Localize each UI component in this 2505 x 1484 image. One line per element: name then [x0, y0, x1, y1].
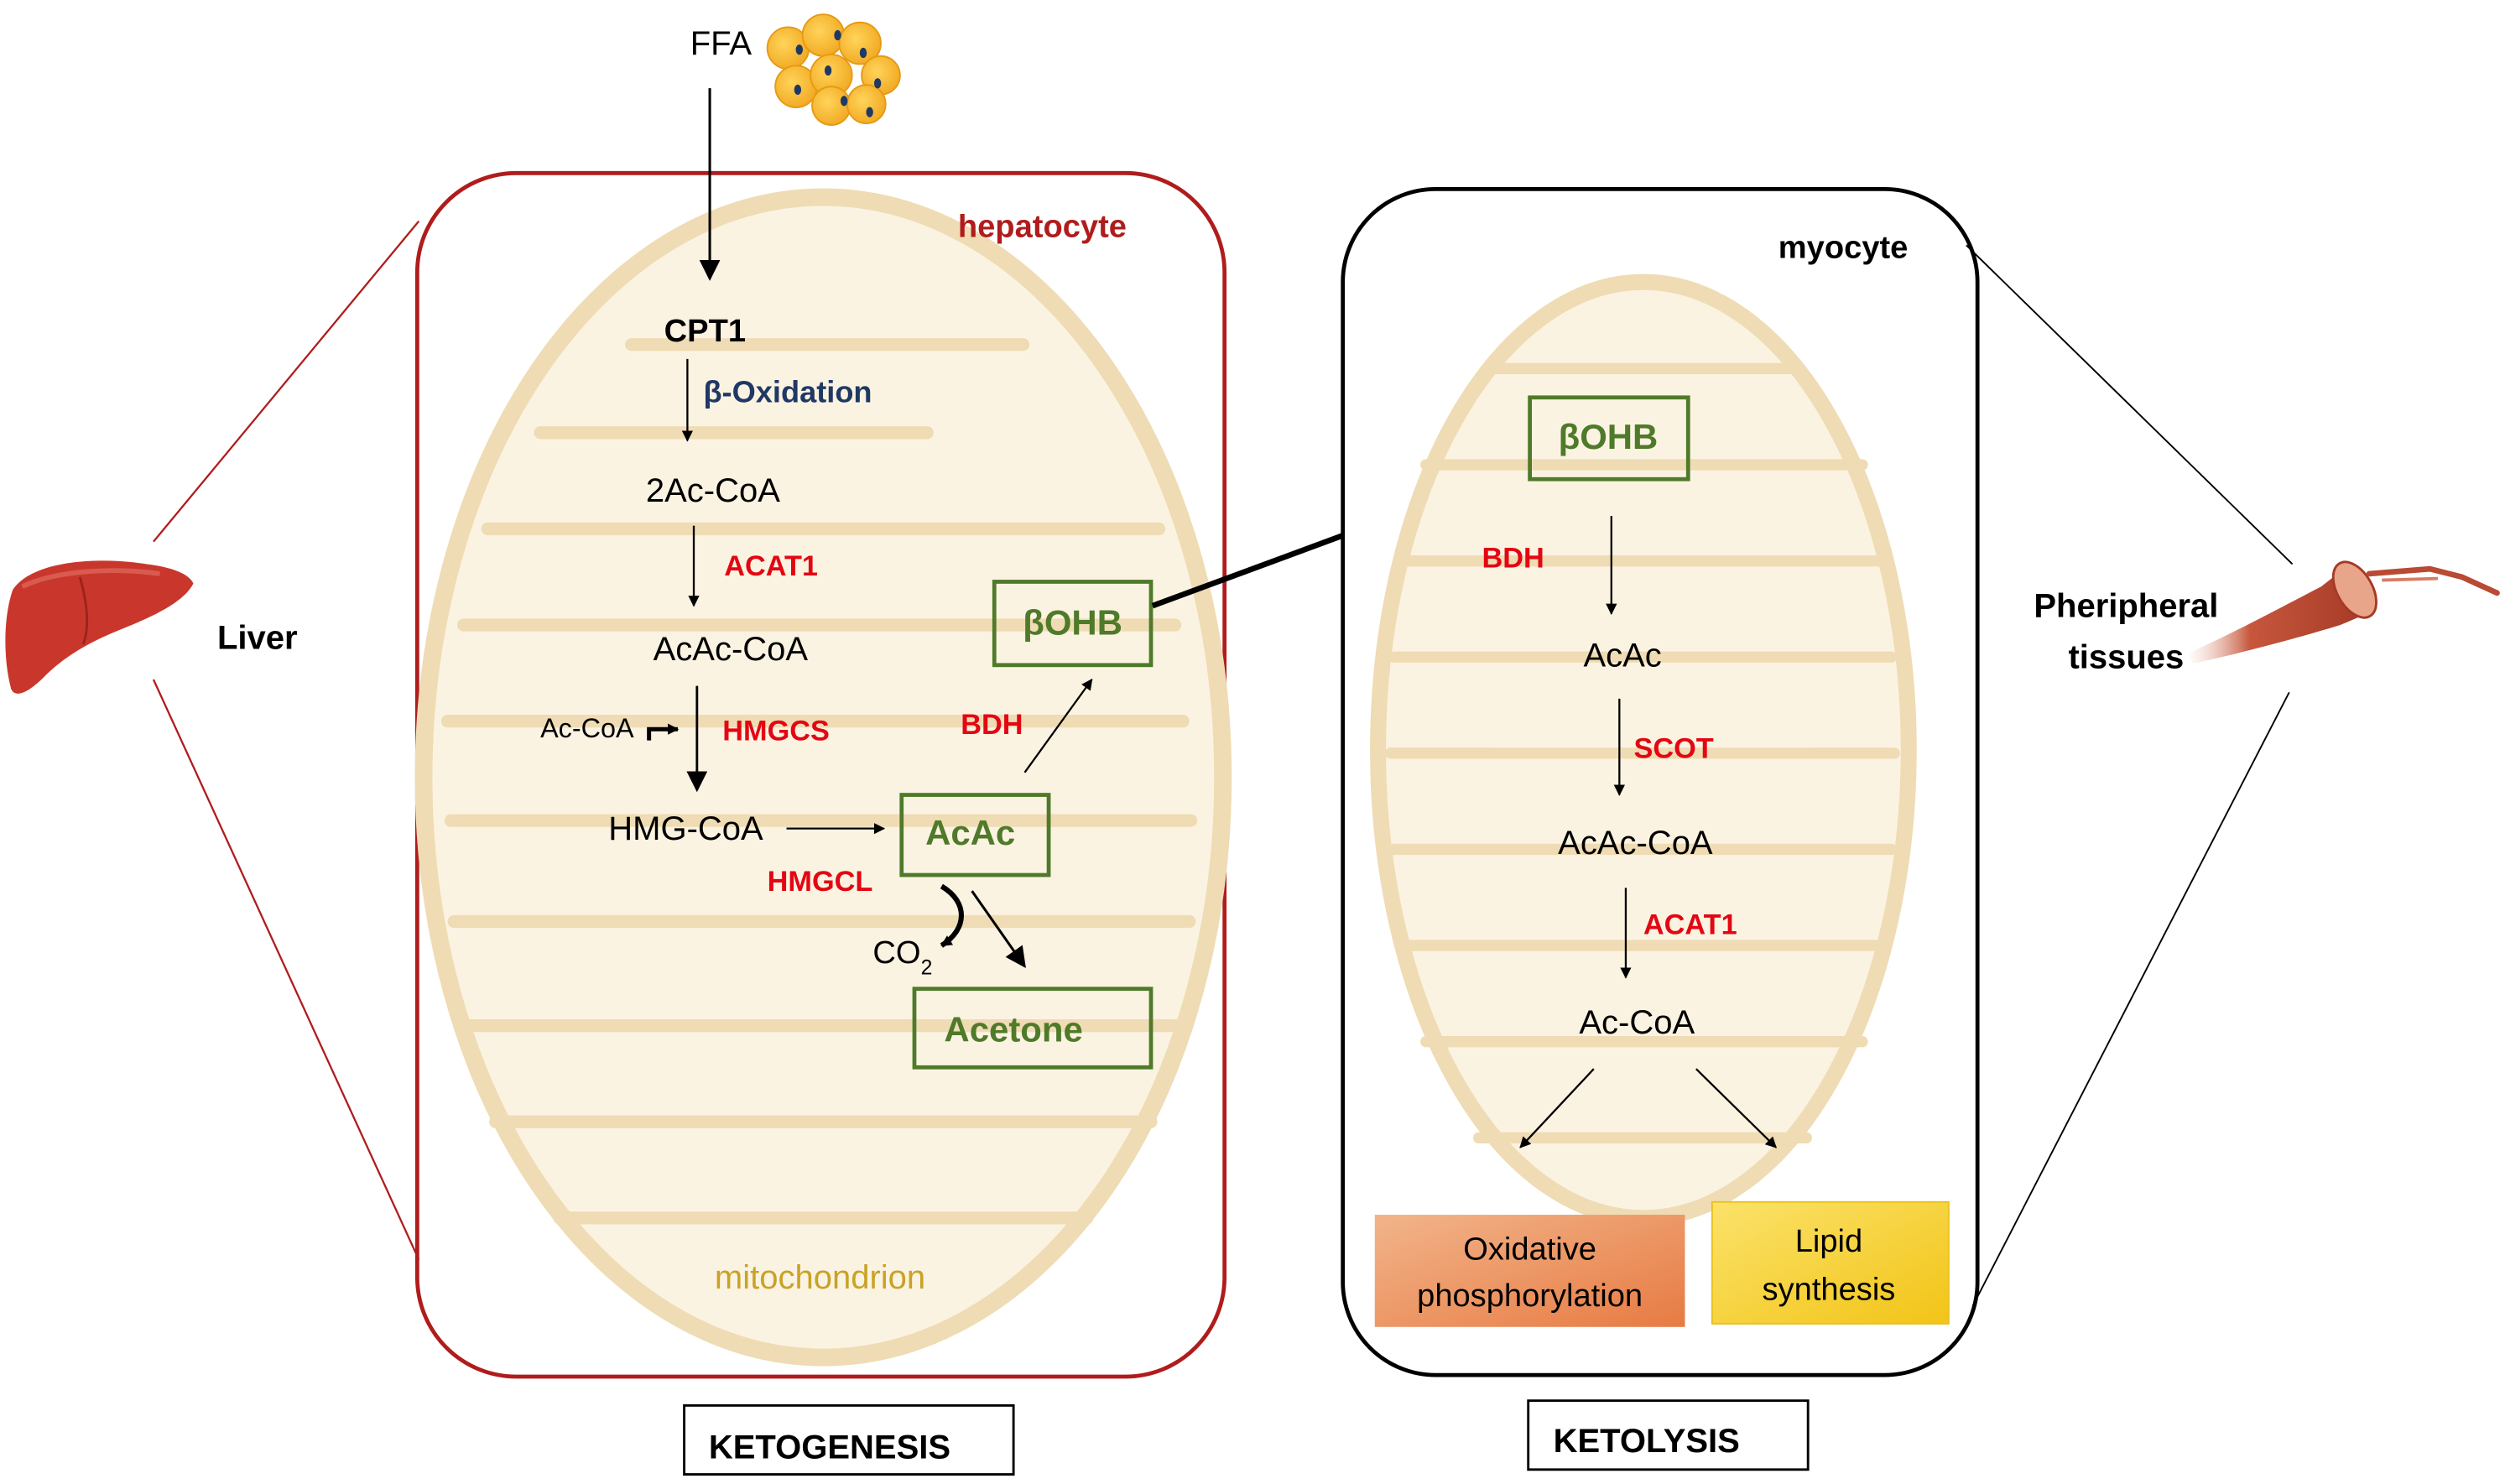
- myocyte-bohb-label: βOHB: [1559, 417, 1659, 456]
- acat1-enzyme: ACAT1: [724, 550, 818, 582]
- ketogenesis-label: KETOGENESIS: [709, 1429, 950, 1466]
- peripheral-label-line2: tissues: [2068, 639, 2184, 676]
- acac-to-acetone-arrow: [971, 890, 1026, 968]
- liver-zoom-line-top: [153, 220, 420, 543]
- ketogenesis-pathway: FFA CPT1 β-Oxidation 2Ac-CoA ACAT1 AcAc-…: [540, 25, 1154, 1070]
- beta-oxidation-label: β-Oxidation: [703, 374, 872, 409]
- hepatocyte-mitochondrion: [414, 188, 1232, 1367]
- myocyte-label: myocyte: [1778, 230, 1909, 266]
- acaccoa-label: AcAc-CoA: [654, 631, 809, 668]
- myocyte-mitochondrion: [1370, 273, 1917, 1226]
- myocyte-accoa-label: Ac-CoA: [1579, 1004, 1695, 1041]
- hmgcoa-label: HMG-CoA: [608, 810, 763, 847]
- acetone-label: Acetone: [944, 1010, 1082, 1049]
- liver-organ: Liver: [5, 220, 420, 1261]
- liver-label: Liver: [217, 620, 298, 657]
- myocyte-cell: myocyte: [1341, 187, 1980, 1377]
- oxphos-label-line1: Oxidative: [1463, 1231, 1596, 1268]
- hepatocyte-cell: hepatocyte mitochondrion: [414, 170, 1232, 1379]
- peripheral-tissue-organ: Pheripheral tissues: [1966, 244, 2500, 1307]
- muscle-icon: [2186, 560, 2500, 664]
- acac-box: [899, 793, 1051, 877]
- lipid-label-line1: Lipid: [1795, 1223, 1862, 1259]
- accoa-to-oxphos-arrow: [1519, 1068, 1595, 1148]
- hmgcs-enzyme: HMGCS: [722, 716, 830, 747]
- oxphos-box: [1374, 1215, 1685, 1327]
- muscle-zoom-line-top: [1966, 244, 2294, 565]
- acac-to-bohb-arrow: [1023, 678, 1093, 773]
- ketolysis-pathway: βOHB BDH AcAc SCOT AcAc-CoA ACAT1 Ac-CoA…: [1374, 395, 1950, 1327]
- ketogenesis-box: [683, 1403, 1015, 1476]
- ffa-label: FFA: [690, 25, 753, 62]
- co2-label: CO2: [872, 935, 932, 979]
- accoa-input-arrow: [647, 723, 680, 741]
- liver-icon: [5, 560, 194, 694]
- myocyte-acat1-enzyme: ACAT1: [1643, 909, 1737, 941]
- bdh-enzyme: BDH: [961, 709, 1023, 741]
- muscle-zoom-line-bottom: [1971, 691, 2290, 1307]
- ketolysis-label: KETOLYSIS: [1554, 1423, 1740, 1460]
- cpt1-label: CPT1: [664, 313, 746, 349]
- peripheral-label-line1: Pheripheral: [2034, 587, 2218, 624]
- hmgcl-enzyme: HMGCL: [768, 866, 873, 898]
- 2accoa-label: 2Ac-CoA: [646, 472, 780, 509]
- myocyte-acac-label: AcAc: [1583, 638, 1661, 674]
- myocyte-bohb-box: [1528, 395, 1690, 482]
- accoa-input-label: Ac-CoA: [540, 713, 634, 743]
- myocyte-acaccoa-label: AcAc-CoA: [1558, 825, 1713, 862]
- lipid-label-line2: synthesis: [1763, 1271, 1896, 1307]
- liver-zoom-line-bottom: [152, 679, 420, 1261]
- bohb-label: βOHB: [1023, 602, 1122, 642]
- hepatocyte-label: hepatocyte: [958, 209, 1127, 245]
- decarboxylation-curved-arrow: [940, 883, 964, 948]
- accoa-to-lipid-arrow: [1695, 1068, 1778, 1148]
- acetone-box: [912, 987, 1154, 1070]
- bohb-box: [992, 580, 1154, 668]
- mitochondrion-label: mitochondrion: [715, 1259, 925, 1296]
- oxphos-label-line2: phosphorylation: [1417, 1278, 1643, 1314]
- lipid-synthesis-box: [1711, 1200, 1950, 1325]
- scot-enzyme: SCOT: [1633, 733, 1713, 765]
- acac-label: AcAc: [925, 813, 1015, 852]
- myocyte-bdh-enzyme: BDH: [1482, 542, 1544, 574]
- adipocyte-cluster-icon: [766, 13, 901, 126]
- ketolysis-box: [1527, 1399, 1810, 1471]
